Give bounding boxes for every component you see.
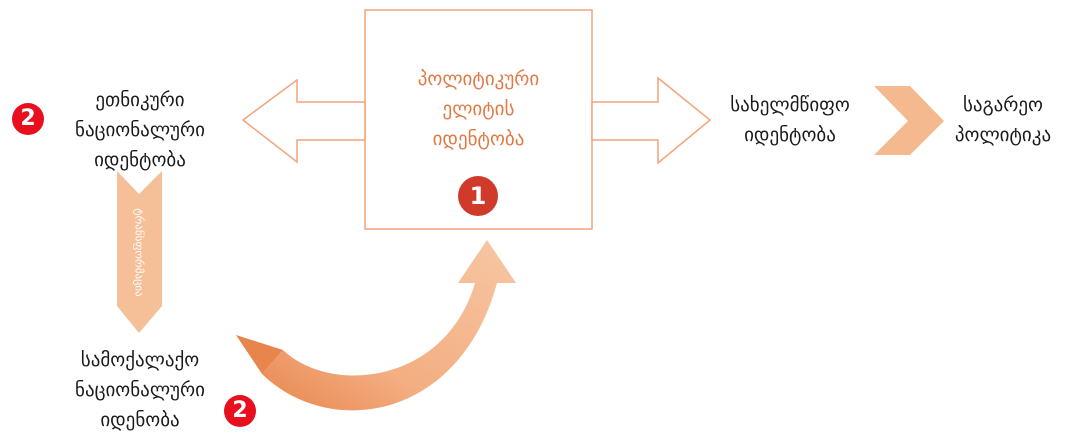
left-arrow — [241, 78, 366, 164]
down-arrow-notch — [117, 171, 162, 194]
badge-one: 1 — [458, 176, 498, 216]
badge-two-ethnic: 2 — [12, 103, 44, 135]
down-arrow — [117, 171, 162, 333]
chevron-arrow — [874, 86, 944, 155]
curved-arrow — [262, 240, 516, 411]
right-arrow — [591, 76, 712, 165]
curved-arrow-tail — [236, 335, 283, 374]
badge-two-civic: 2 — [224, 395, 256, 427]
down-arrow-label: ტრანსფორმაცია — [132, 208, 146, 297]
